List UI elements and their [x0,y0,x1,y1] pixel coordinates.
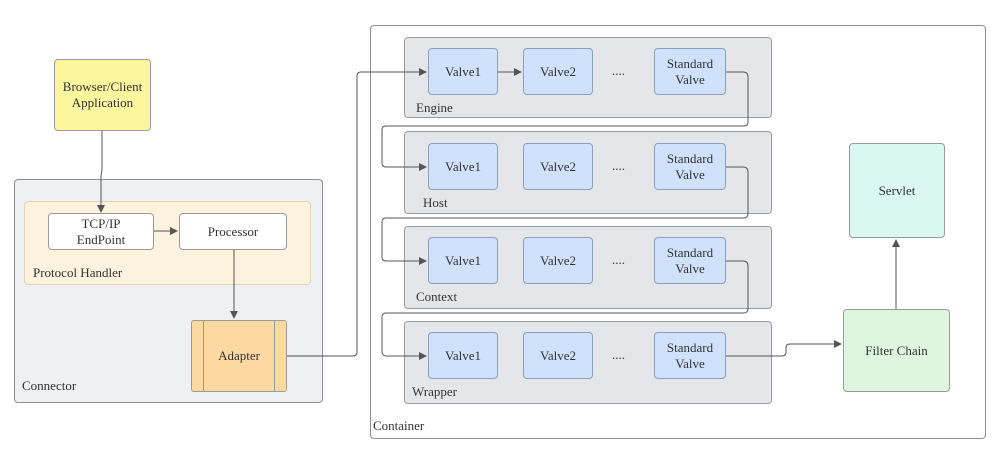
wrapper-ellipsis: .... [612,347,625,362]
filter-chain-node: Filter Chain [843,309,950,392]
engine-standard-line1: Standard [666,55,714,71]
wrapper-standard-line1: Standard [666,339,714,355]
host-label: Host [423,195,448,210]
host-standard-line1: Standard [666,150,714,166]
protocol-handler-label: Protocol Handler [33,265,123,280]
wrapper-valve1-label: Valve1 [444,347,482,363]
container-label: Container [373,418,425,433]
filter-chain-label: Filter Chain [865,342,928,358]
host-valve2: Valve2 [523,143,593,190]
context-valve2-label: Valve2 [539,252,577,268]
browser-client-node: Browser/Client Application [54,59,151,131]
wrapper-valve2-label: Valve2 [539,347,577,363]
connector-label: Connector [22,378,77,393]
context-valve2: Valve2 [523,237,593,284]
engine-valve1-label: Valve1 [444,63,482,79]
host-valve1: Valve1 [428,143,498,190]
client-line1: Browser/Client [62,79,143,94]
wrapper-valve2: Valve2 [523,332,593,379]
context-valve1: Valve1 [428,237,498,284]
host-valve1-label: Valve1 [444,158,482,174]
adapter-node: Adapter [191,320,287,392]
host-ellipsis: .... [612,158,625,173]
engine-ellipsis: .... [612,63,625,78]
context-standard-line1: Standard [666,244,714,260]
processor-node: Processor [179,213,287,250]
context-ellipsis: .... [612,252,625,267]
endpoint-line1: TCP/IP [81,215,121,231]
engine-standard-line2: Valve [675,71,705,87]
adapter-label: Adapter [218,348,260,363]
engine-valve1: Valve1 [428,48,498,95]
tcpip-endpoint-node: TCP/IP EndPoint [48,213,154,250]
wrapper-label: Wrapper [412,384,457,399]
context-valve1-label: Valve1 [444,252,482,268]
wrapper-valve1: Valve1 [428,332,498,379]
engine-label: Engine [416,100,453,115]
engine-valve2-label: Valve2 [539,63,577,79]
host-valve2-label: Valve2 [539,158,577,174]
client-line2: Application [71,95,134,110]
host-standard-line2: Valve [675,166,705,182]
context-label: Context [416,289,458,304]
processor-label: Processor [207,223,259,239]
servlet-node: Servlet [849,143,945,238]
adapter-right-bar [274,321,275,391]
engine-valve2: Valve2 [523,48,593,95]
servlet-label: Servlet [878,182,916,198]
adapter-left-bar [203,321,204,391]
endpoint-line2: EndPoint [76,231,126,247]
wrapper-standard-line2: Valve [675,355,705,371]
context-standard-line2: Valve [675,260,705,276]
